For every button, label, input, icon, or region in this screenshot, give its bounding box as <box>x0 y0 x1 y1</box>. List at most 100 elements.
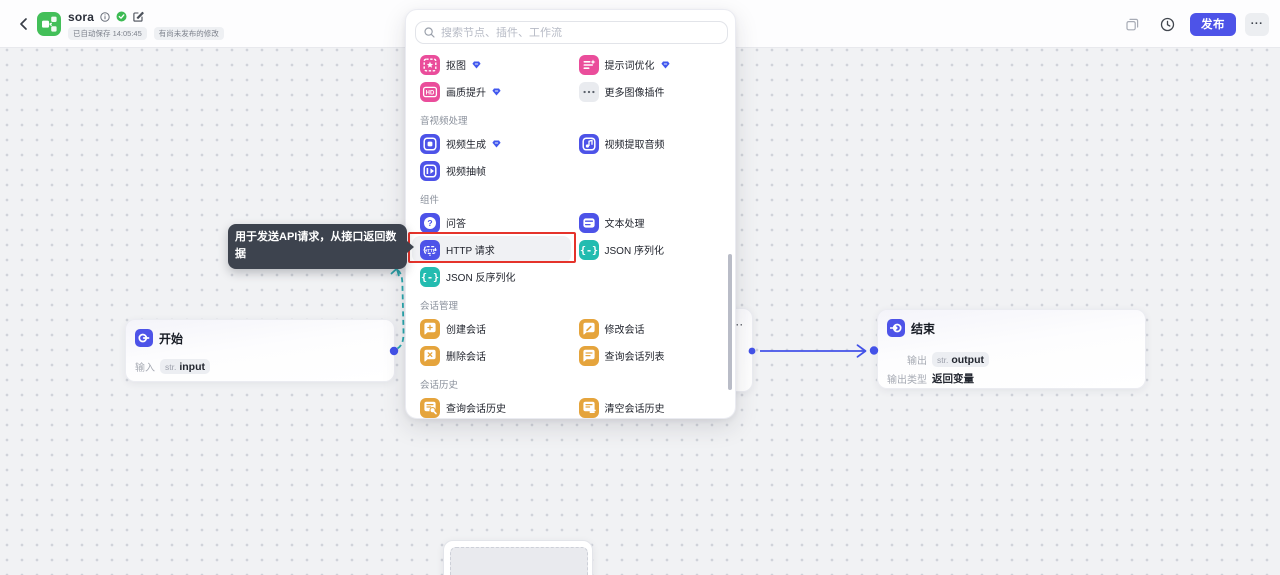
publish-button[interactable]: 发布 <box>1190 12 1236 36</box>
http-request-tooltip: 用于发送API请求，从接口返回数据 <box>228 224 414 269</box>
end-output-type: str. <box>937 354 949 365</box>
panel-list: 抠图 提示词优化 HD 画质提升 更多图像插件音视频处理视频生成 视频提取音频视频抽帧组件… <box>412 51 730 418</box>
node-header: 开始 <box>135 329 183 347</box>
annotation-highlight-rect <box>408 232 576 263</box>
video-generate-icon <box>420 133 440 154</box>
section-header: 会话管理 <box>420 300 459 312</box>
node-end[interactable]: 结束 输出 str. output 输出类型 返回变量 <box>877 309 1146 389</box>
node-more-icon[interactable]: ··· <box>732 320 744 330</box>
panel-item-label: 查询会话历史 <box>446 404 506 415</box>
panel-item[interactable]: 修改会话 <box>571 315 730 342</box>
panel-item[interactable]: {-} JSON 序列化 <box>571 236 730 263</box>
hd-enhance-icon: HD <box>420 81 440 102</box>
section-header: 音视频处理 <box>420 115 468 127</box>
edit-icon[interactable] <box>133 11 144 22</box>
panel-item-label: 视频生成 <box>446 140 486 151</box>
workflow-title: sora <box>68 9 95 24</box>
panel-item[interactable]: 提示词优化 <box>571 51 730 78</box>
partial-node-card[interactable] <box>443 540 593 575</box>
panel-item[interactable]: 清空会话历史 <box>571 394 730 418</box>
json-deserialize-icon: {-} <box>420 266 440 287</box>
session-edit-icon <box>578 318 599 339</box>
start-node-icon <box>135 329 153 347</box>
panel-item-label: 修改会话 <box>604 325 645 336</box>
node-start[interactable]: 开始 输入 str. input <box>125 319 395 382</box>
svg-text:{-}: {-} <box>579 245 597 256</box>
video-extract-audio-icon <box>578 133 599 154</box>
image-cutout-icon <box>420 54 440 75</box>
info-icon[interactable] <box>100 11 110 22</box>
svg-text:?: ? <box>427 218 432 228</box>
panel-item[interactable]: 更多图像插件 <box>571 78 730 105</box>
status-badges: 已自动保存 14:05:45 有尚未发布的修改 <box>68 27 224 40</box>
section-grid: 视频生成 视频提取音频视频抽帧 <box>412 130 729 184</box>
search-icon <box>424 27 435 38</box>
topbar-actions: 发布 ··· <box>1126 0 1269 48</box>
panel-item[interactable]: 查询会话历史 <box>412 394 571 418</box>
copy-icon[interactable] <box>1126 18 1139 31</box>
panel-item-label: 视频提取音频 <box>604 140 665 151</box>
workflow-app-icon <box>37 12 61 36</box>
end-node-title: 结束 <box>911 321 936 336</box>
svg-text:HD: HD <box>426 90 435 96</box>
svg-text:HTTP: HTTP <box>424 248 436 253</box>
more-plugins-icon <box>578 81 599 102</box>
history-icon[interactable] <box>1160 17 1175 32</box>
premium-gem-icon <box>472 60 481 69</box>
panel-item[interactable]: 查询会话列表 <box>571 342 730 369</box>
panel-search-box[interactable] <box>415 21 728 44</box>
end-type-label: 输出类型 <box>887 375 927 386</box>
start-input-label: 输入 <box>135 363 155 374</box>
panel-item[interactable]: {-} JSON 反序列化 <box>412 263 571 290</box>
panel-item[interactable]: 视频抽帧 <box>412 157 571 184</box>
question-answer-icon: ? <box>420 212 440 233</box>
panel-item[interactable]: 视频生成 <box>412 130 571 157</box>
panel-item[interactable]: HD 画质提升 <box>412 78 571 105</box>
topbar-more-button[interactable]: ··· <box>1245 12 1269 36</box>
end-glyph <box>890 323 902 333</box>
panel-item[interactable]: 视频提取音频 <box>571 130 730 157</box>
search-input[interactable] <box>441 26 719 39</box>
panel-scrollbar[interactable] <box>728 254 732 390</box>
panel-item-label: 问答 <box>446 219 466 230</box>
node-field-row: 输出类型 返回变量 <box>887 371 974 386</box>
end-type-value: 返回变量 <box>932 373 974 385</box>
autosave-badge: 已自动保存 14:05:45 <box>68 27 147 40</box>
premium-gem-icon <box>492 87 501 96</box>
section-header: 会话历史 <box>420 379 459 391</box>
node-field-row: 输出 str. output <box>887 352 989 367</box>
text-process-icon <box>578 212 599 233</box>
json-serialize-icon: {-} <box>578 239 599 260</box>
history-query-icon <box>420 397 440 418</box>
section-header: 组件 <box>420 194 440 206</box>
history-clear-icon <box>578 397 599 418</box>
end-output-label: 输出 <box>907 356 927 367</box>
panel-item[interactable]: 删除会话 <box>412 342 571 369</box>
section-grid: 抠图 提示词优化 HD 画质提升 更多图像插件 <box>412 51 729 105</box>
panel-item-label: 创建会话 <box>446 325 486 336</box>
panel-item-label: JSON 反序列化 <box>446 273 516 284</box>
panel-item-label: JSON 序列化 <box>604 246 664 257</box>
panel-item-label: 画质提升 <box>446 88 486 99</box>
section-grid: 查询会话历史 清空会话历史 <box>412 394 730 418</box>
node-field-row: 输入 str. input <box>135 359 210 374</box>
session-create-icon <box>420 318 440 339</box>
panel-item-label: 清空会话历史 <box>604 404 665 415</box>
panel-item-label: 抠图 <box>446 61 466 72</box>
node-header: 结束 <box>887 319 935 337</box>
panel-item[interactable]: ? 问答 <box>412 209 571 236</box>
end-node-icon <box>887 319 905 337</box>
panel-item-label: 视频抽帧 <box>446 167 486 178</box>
panel-item[interactable]: 文本处理 <box>571 209 730 236</box>
unpublished-badge: 有尚未发布的修改 <box>153 27 224 40</box>
back-button[interactable] <box>14 14 34 34</box>
panel-item-label: 查询会话列表 <box>604 352 665 363</box>
workflow-title-row: sora <box>68 8 144 25</box>
panel-item[interactable]: 创建会话 <box>412 315 571 342</box>
panel-item[interactable]: 抠图 <box>412 51 571 78</box>
panel-item-label: 提示词优化 <box>604 61 655 72</box>
start-glyph <box>138 333 150 343</box>
